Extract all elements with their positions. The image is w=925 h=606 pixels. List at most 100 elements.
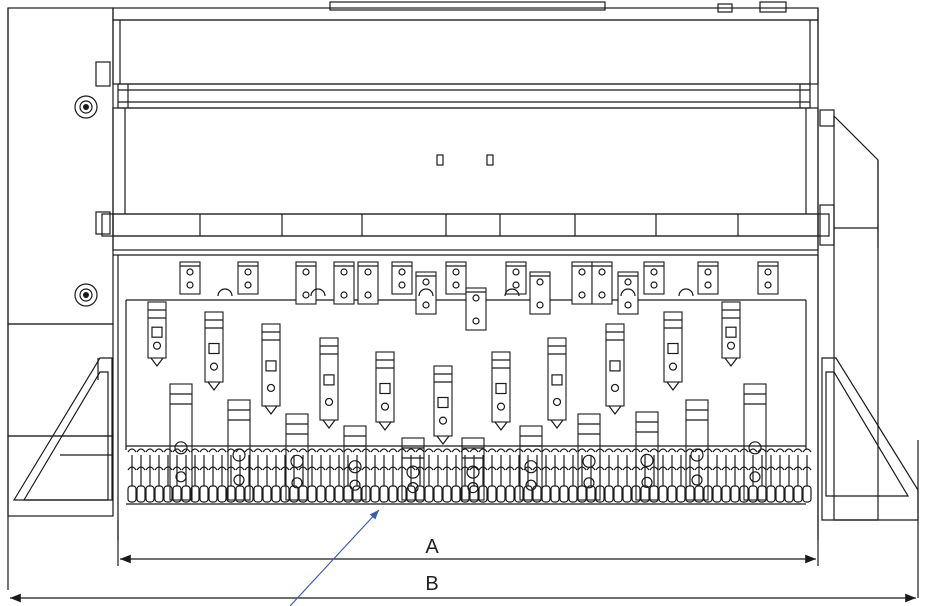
left-bolt-lower-icon xyxy=(74,283,98,307)
crossbar xyxy=(101,213,830,256)
flail-hammer xyxy=(721,301,741,367)
rotor-tooth xyxy=(280,448,290,503)
rotor-tooth xyxy=(622,448,632,503)
mount-lug xyxy=(678,288,694,297)
mount-bracket xyxy=(415,271,437,315)
dimension-b-label: B xyxy=(425,573,438,595)
rotor-tooth xyxy=(235,448,245,503)
rotor-tooth xyxy=(541,448,551,503)
rotor-tooth xyxy=(550,448,560,503)
roller-bar xyxy=(117,83,811,109)
rotor-tooth xyxy=(334,448,344,503)
rotor-tooth xyxy=(712,448,722,503)
mount-bracket xyxy=(391,261,413,295)
rotor-tooth xyxy=(703,448,713,503)
mount-bracket xyxy=(591,261,613,305)
rotor-tooth xyxy=(802,448,812,503)
mount-lug xyxy=(418,288,434,297)
rotor-tooth xyxy=(325,448,335,503)
rotor-tooth xyxy=(577,448,587,503)
mount-lug xyxy=(620,288,636,297)
flail-hammer xyxy=(433,365,453,445)
mount-bracket xyxy=(179,261,201,295)
left-skid-plate xyxy=(12,357,113,501)
rotor-tooth xyxy=(433,448,443,503)
hood-panel xyxy=(112,107,819,215)
rotor-tooth xyxy=(640,448,650,503)
rotor-tooth xyxy=(496,448,506,503)
rotor-tooth xyxy=(694,448,704,503)
rotor-tooth xyxy=(595,448,605,503)
flail-hammers xyxy=(147,301,767,501)
lower-hammer xyxy=(169,383,193,501)
rotor-tooth xyxy=(775,448,785,503)
mount-lug xyxy=(504,288,520,297)
rotor-tooth xyxy=(172,448,182,503)
rotor-tooth xyxy=(208,448,218,503)
rotor-tooth xyxy=(154,448,164,503)
rotor-tooth xyxy=(514,448,524,503)
rotor-tooth xyxy=(424,448,434,503)
rotor-tooth xyxy=(163,448,173,503)
rotor-tooth xyxy=(145,448,155,503)
rotor-tooth xyxy=(226,448,236,503)
rotor-tooth xyxy=(505,448,515,503)
rotor-tooth xyxy=(244,448,254,503)
rotor-tooth xyxy=(469,448,479,503)
rotor-tooth xyxy=(649,448,659,503)
rotor-tooth xyxy=(613,448,623,503)
flail-hammer xyxy=(663,311,683,391)
mount-lug xyxy=(217,288,233,297)
mount-bracket xyxy=(237,261,259,295)
flail-hammer xyxy=(605,323,625,415)
rotor-tooth xyxy=(532,448,542,503)
rotor-tooth xyxy=(307,448,317,503)
rotor-tooth xyxy=(739,448,749,503)
mount-bracket xyxy=(617,271,639,315)
rotor-tooth xyxy=(298,448,308,503)
rotor-tooth xyxy=(370,448,380,503)
flail-hammer xyxy=(147,301,167,367)
dimension-a: A xyxy=(117,520,819,566)
rotor-tooth xyxy=(388,448,398,503)
upper-mount-brackets xyxy=(179,261,779,331)
flail-hammer xyxy=(261,323,281,415)
rotor-tooth xyxy=(523,448,533,503)
rotor-tooth xyxy=(586,448,596,503)
rotor-tooth xyxy=(352,448,362,503)
mount-bracket xyxy=(529,271,551,315)
flail-hammer xyxy=(319,337,339,429)
rotor-tooth xyxy=(379,448,389,503)
rotor-tooth xyxy=(217,448,227,503)
rotor-tooth xyxy=(343,448,353,503)
rotor-tooth xyxy=(757,448,767,503)
rotor-tooth xyxy=(721,448,731,503)
rotor-tooth xyxy=(451,448,461,503)
mount-bracket xyxy=(505,261,527,295)
slot-right-icon xyxy=(486,154,494,166)
rotor-tooth xyxy=(361,448,371,503)
rotor-tooth xyxy=(271,448,281,503)
rotor-tooth xyxy=(793,448,803,503)
mount-bracket xyxy=(643,261,665,295)
rotor-tooth xyxy=(415,448,425,503)
rotor-tooth xyxy=(181,448,191,503)
rotor-tooth xyxy=(253,448,263,503)
rotor-tooth xyxy=(478,448,488,503)
rotor-tooth xyxy=(604,448,614,503)
flail-hammer xyxy=(547,337,567,429)
rotor-tooth xyxy=(487,448,497,503)
mount-bracket xyxy=(357,261,379,305)
slot-left-icon xyxy=(436,154,444,166)
rotor-tooth xyxy=(568,448,578,503)
rotor-tooth xyxy=(136,448,146,503)
rotor-tooth xyxy=(766,448,776,503)
rotor-tooth xyxy=(397,448,407,503)
mount-bracket xyxy=(571,261,593,305)
rotor-tooth xyxy=(748,448,758,503)
right-skid-plate xyxy=(821,357,919,521)
rotor-tooth xyxy=(190,448,200,503)
rotor-tooth xyxy=(784,448,794,503)
rotor-tooth xyxy=(685,448,695,503)
